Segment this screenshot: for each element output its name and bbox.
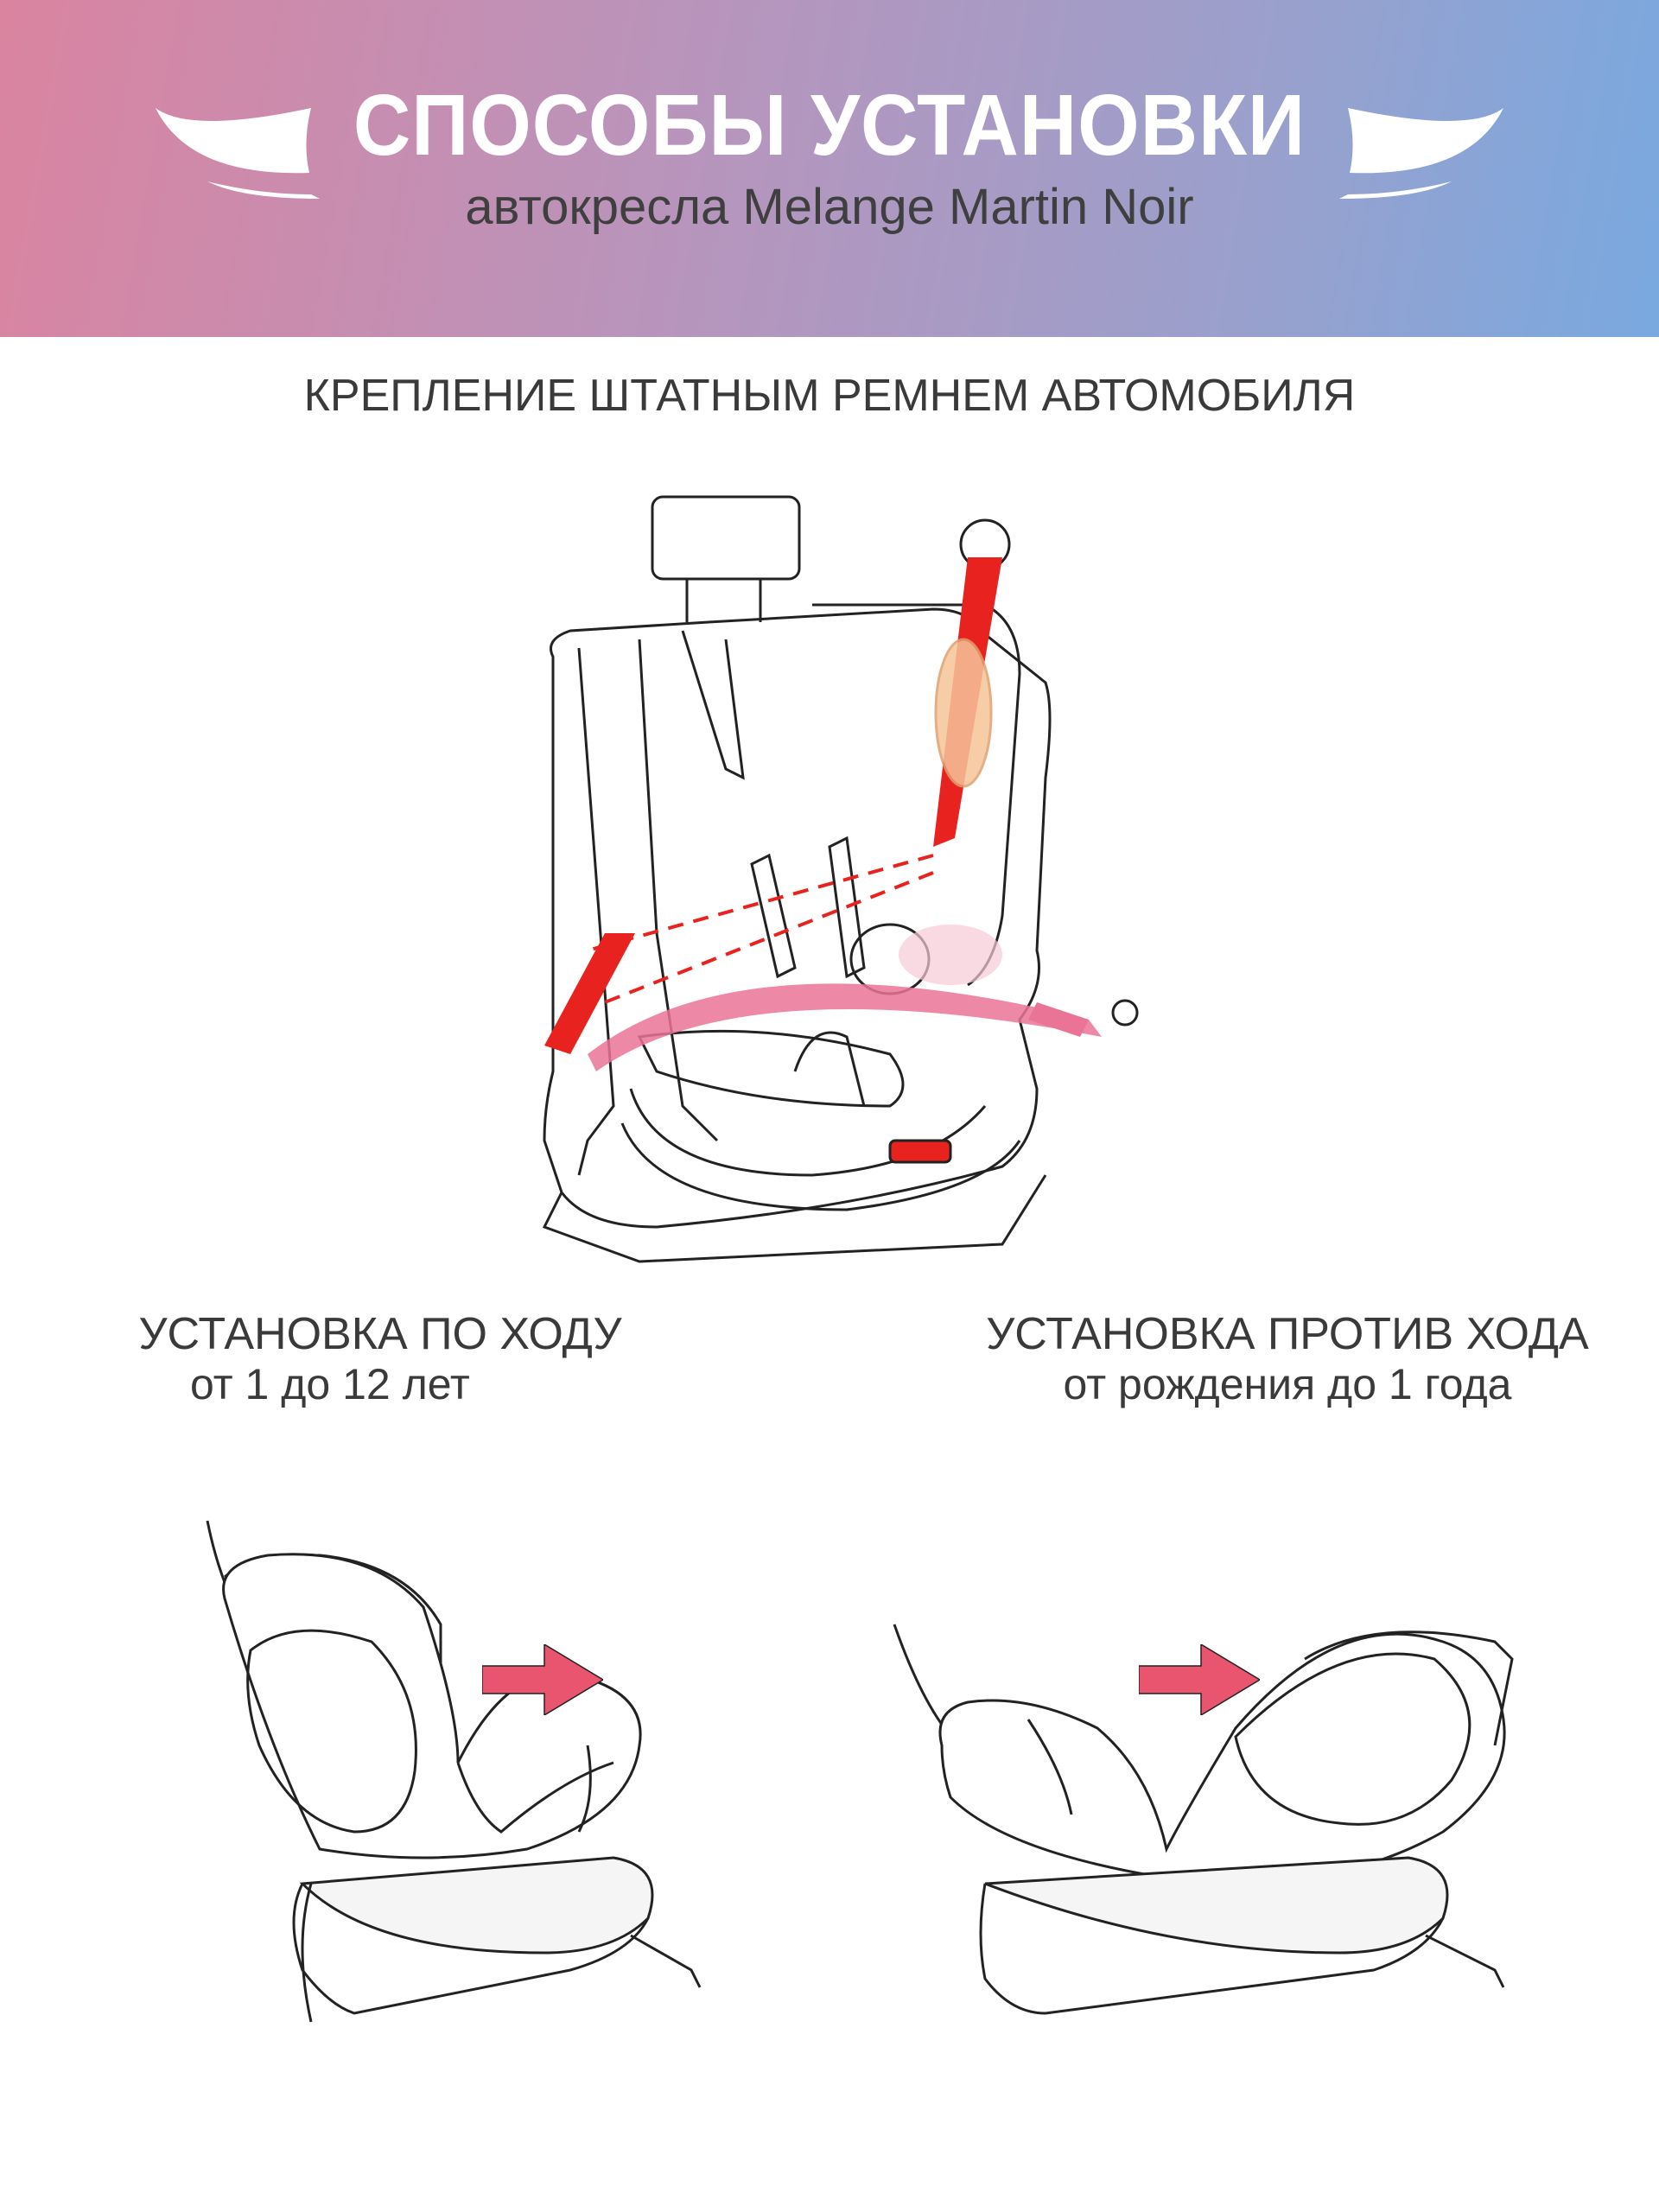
left-wing-icon [156,108,320,199]
page-title: СПОСОБЫ УСТАНОВКИ [353,77,1306,174]
forward-facing-seat-illustration [206,1520,702,2023]
rear-facing-title: УСТАНОВКА ПРОТИВ ХОДА [986,1309,1589,1359]
rear-facing-label: УСТАНОВКА ПРОТИВ ХОДА от рождения до 1 г… [968,1309,1607,1409]
header-banner: СПОСОБЫ УСТАНОВКИ автокресла Melange Mar… [0,0,1659,337]
right-wing-icon [1339,108,1503,199]
page-subtitle: автокресла Melange Martin Noir [465,179,1194,235]
rearward-arrow-icon [1139,1644,1260,1715]
belt-installation-illustration [542,495,1139,1263]
rear-facing-seat-illustration [893,1624,1514,2015]
forward-facing-label: УСТАНОВКА ПО ХОДУ от 1 до 12 лет [104,1309,657,1409]
forward-facing-title: УСТАНОВКА ПО ХОДУ [138,1309,622,1359]
forward-arrow-icon [482,1644,603,1715]
section-heading: КРЕПЛЕНИЕ ШТАТНЫМ РЕМНЕМ АВТОМОБИЛЯ [303,371,1356,421]
rear-facing-age: от рождения до 1 года [1063,1360,1512,1408]
forward-facing-age: от 1 до 12 лет [190,1360,470,1408]
